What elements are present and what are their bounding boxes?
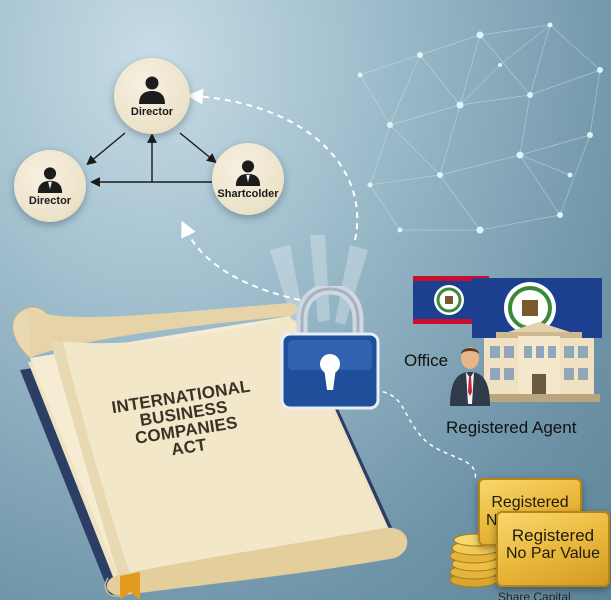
person-icon bbox=[235, 160, 261, 186]
org-node-left-label: Director bbox=[28, 195, 72, 207]
registered-agent-label: Registered Agent bbox=[446, 418, 577, 437]
padlock-icon bbox=[280, 286, 380, 410]
person-icon bbox=[139, 76, 165, 104]
building-icon bbox=[478, 322, 600, 402]
belize-flag-large bbox=[472, 278, 602, 338]
share-capital-label: Share Capital bbox=[498, 590, 571, 600]
org-node-left: Director bbox=[14, 150, 86, 222]
plaque-back-line-2: N bbox=[486, 512, 498, 529]
agent-person-icon bbox=[450, 347, 490, 406]
person-icon bbox=[37, 167, 63, 193]
org-node-top-label: Director bbox=[130, 106, 174, 118]
org-node-top: Director bbox=[114, 58, 190, 134]
plaque-front-line-1: Registered bbox=[511, 526, 595, 545]
plaque-front-line-2: No Par Value bbox=[506, 545, 600, 562]
network-graph-icon bbox=[357, 22, 603, 234]
plaque-front: Registered No Par Value bbox=[496, 511, 610, 587]
office-label: Office bbox=[404, 351, 449, 370]
org-node-right-label: Shartcolder bbox=[217, 188, 279, 200]
org-node-right: Shartcolder bbox=[212, 143, 284, 215]
plaque-back-line-1: Registered bbox=[491, 494, 569, 511]
